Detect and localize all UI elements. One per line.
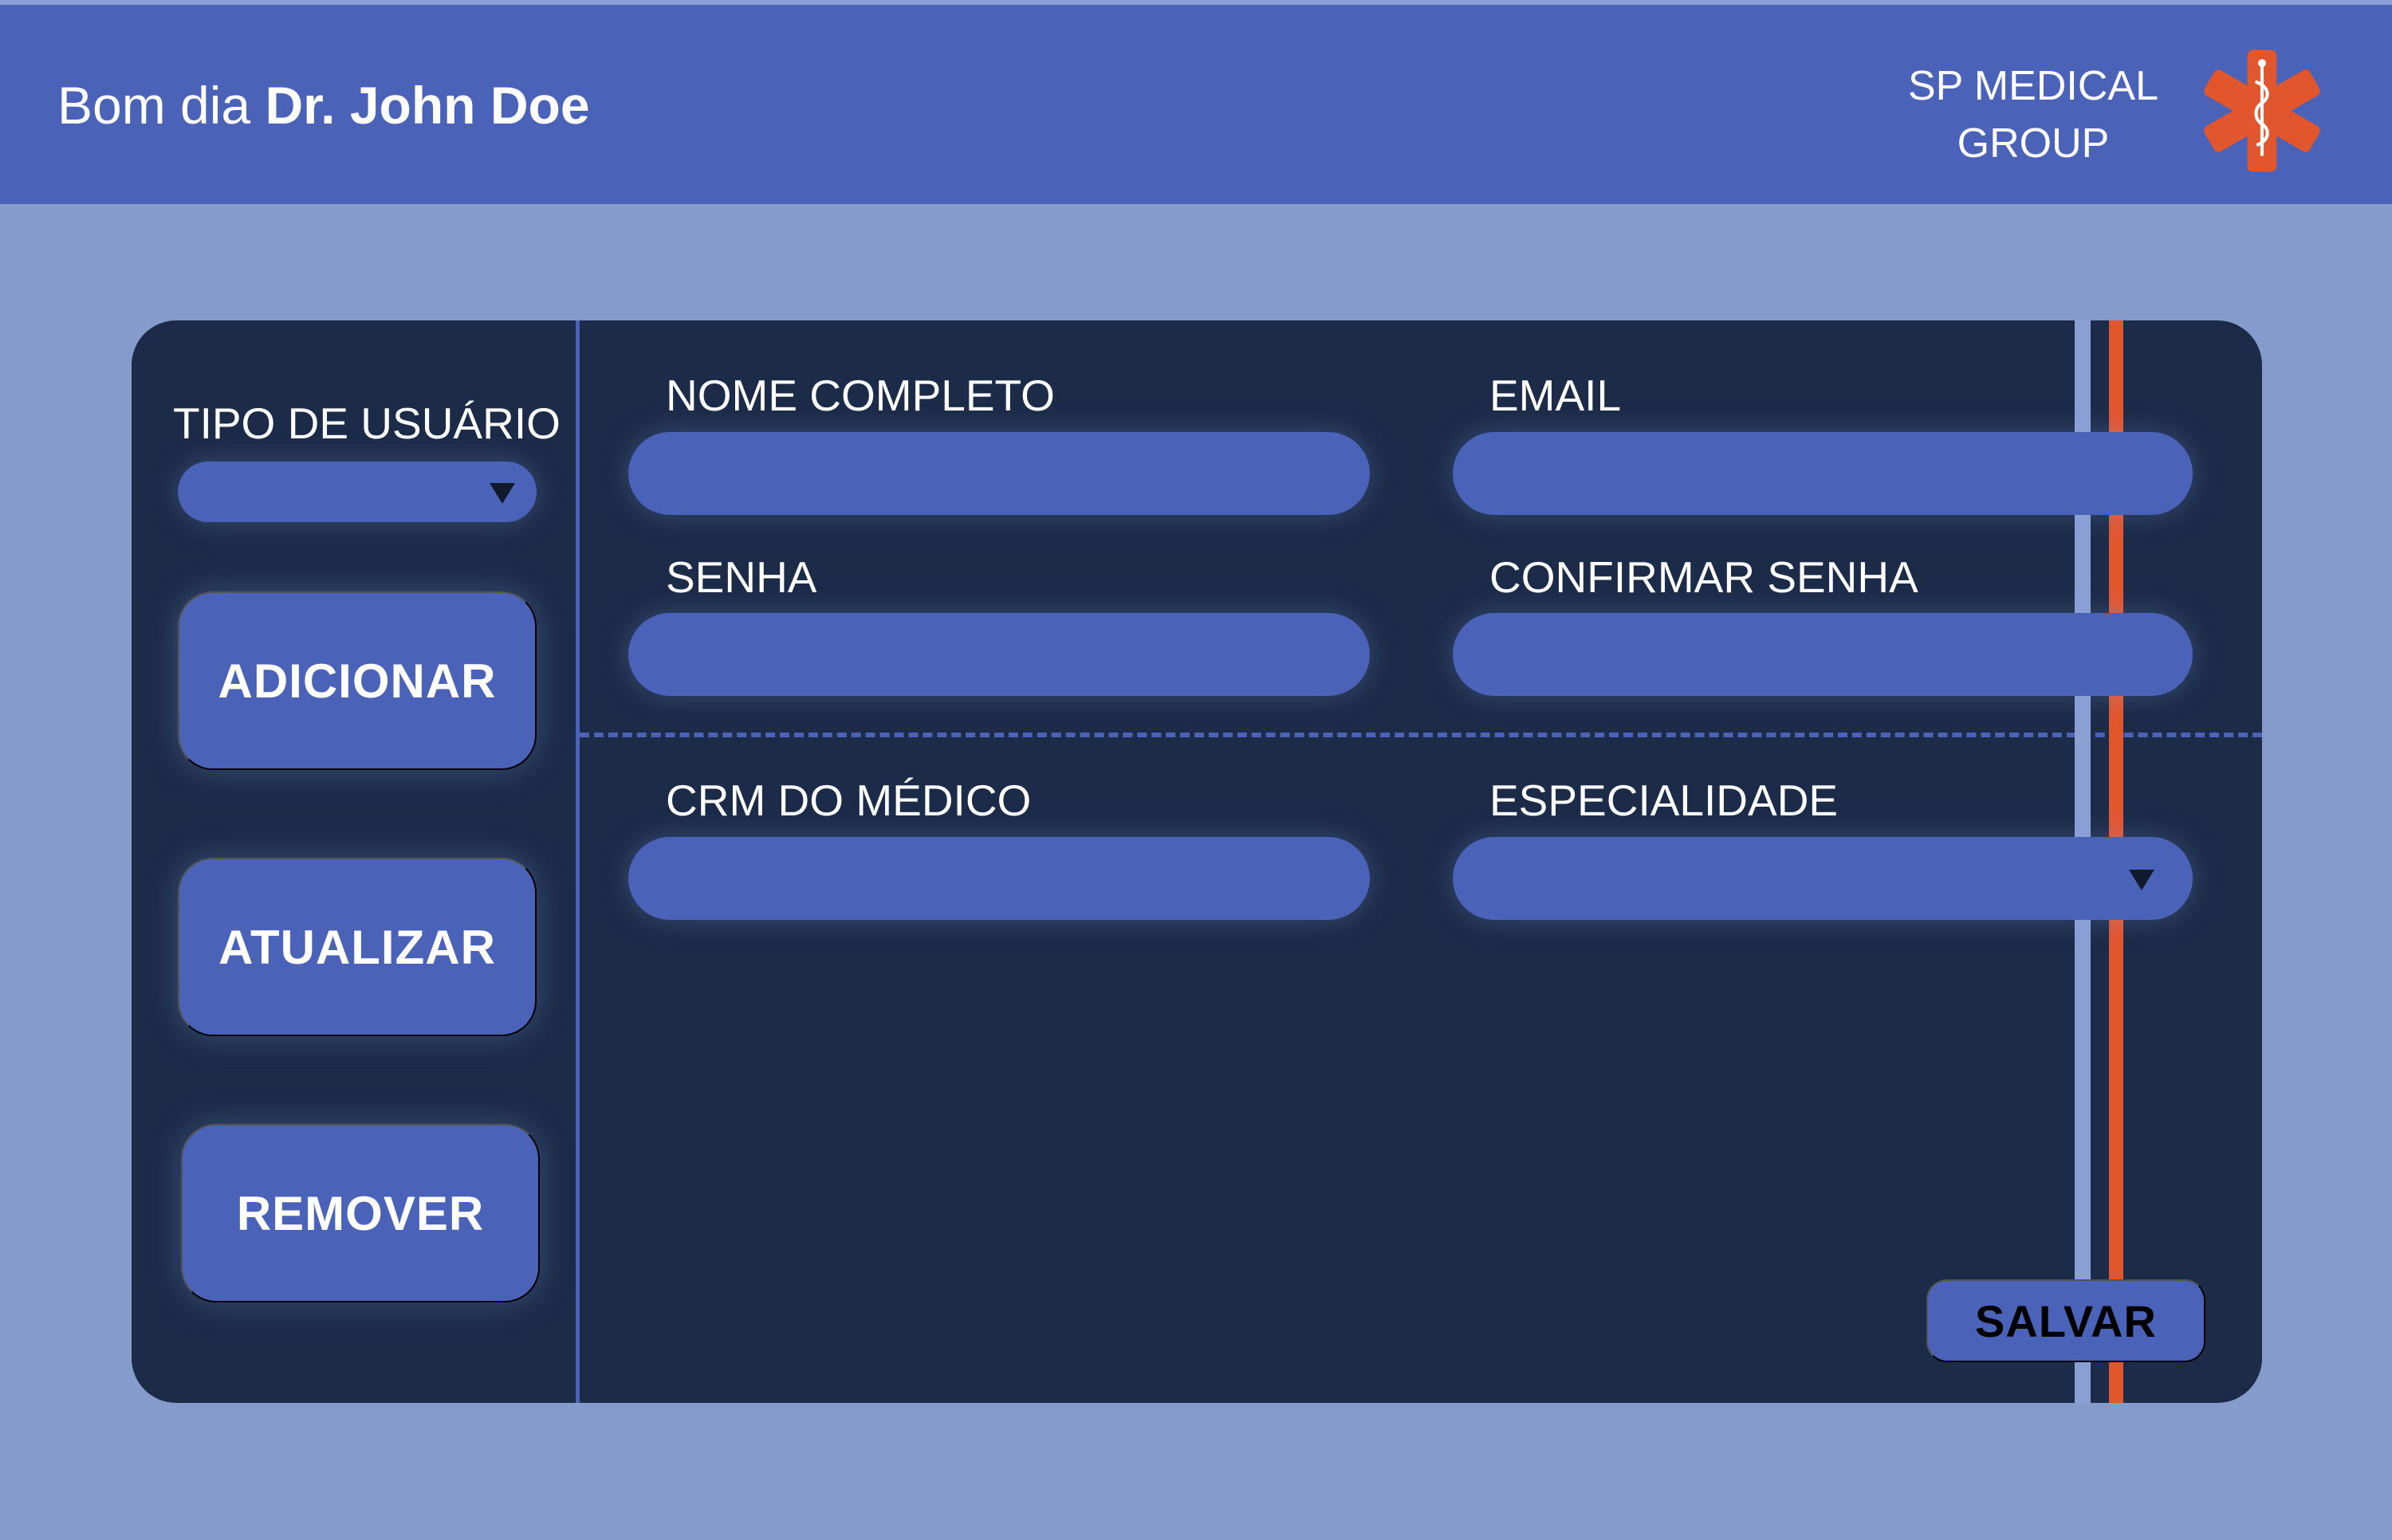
- star-of-life-icon: [2204, 49, 2320, 172]
- caret-down-icon: [2129, 870, 2154, 890]
- full-name-label: NOME COMPLETO: [666, 371, 1055, 420]
- specialty-label: ESPECIALIDADE: [1489, 776, 1839, 825]
- top-header: Bom dia Dr. John Doe SP MEDICAL GROUP: [0, 0, 2392, 204]
- email-input[interactable]: [1453, 432, 2193, 515]
- full-name-input[interactable]: [628, 432, 1370, 515]
- doctor-name: Dr. John Doe: [265, 76, 590, 135]
- user-type-select[interactable]: [178, 462, 537, 522]
- password-input[interactable]: [628, 613, 1370, 696]
- sidebar-divider: [576, 320, 580, 1403]
- email-label: EMAIL: [1489, 371, 1622, 420]
- greeting: Bom dia Dr. John Doe: [57, 73, 590, 137]
- update-button[interactable]: ATUALIZAR: [178, 858, 537, 1036]
- brand-line-1: SP MEDICAL: [1907, 63, 2159, 109]
- add-button[interactable]: ADICIONAR: [178, 591, 537, 770]
- brand-line-2: GROUP: [1957, 120, 2110, 167]
- greeting-prefix: Bom dia: [57, 76, 251, 135]
- user-type-label: TIPO DE USUÁRIO: [173, 399, 561, 448]
- section-divider: [580, 733, 2262, 737]
- caret-down-icon: [490, 483, 515, 504]
- confirm-password-input[interactable]: [1453, 613, 2193, 696]
- save-button[interactable]: SALVAR: [1926, 1279, 2205, 1362]
- brand-name: SP MEDICAL GROUP: [1882, 57, 2185, 172]
- remove-button[interactable]: REMOVER: [181, 1124, 540, 1302]
- specialty-select[interactable]: [1453, 837, 2193, 920]
- password-label: SENHA: [666, 552, 817, 602]
- crm-label: CRM DO MÉDICO: [666, 776, 1032, 825]
- confirm-password-label: CONFIRMAR SENHA: [1489, 552, 1918, 602]
- crm-input[interactable]: [628, 837, 1370, 920]
- user-form-panel: TIPO DE USUÁRIO ADICIONAR ATUALIZAR REMO…: [132, 320, 2262, 1403]
